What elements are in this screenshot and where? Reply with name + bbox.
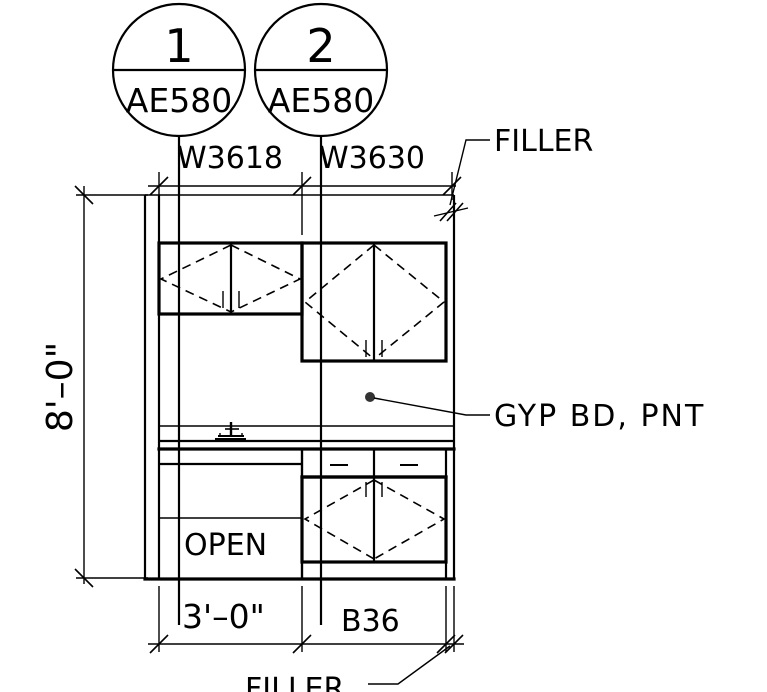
- top-dimension-line: [148, 172, 462, 235]
- base-left-width-label: 3'–0": [182, 597, 265, 636]
- bottom-dimension-line: [148, 586, 464, 654]
- base-right-cabinet: [300, 447, 448, 581]
- faucet-icon: [215, 422, 246, 440]
- upper-left-cabinet-label: W3618: [177, 141, 283, 176]
- upper-right-cabinet: [300, 241, 448, 363]
- filler-bottom-label: FILLER: [245, 672, 344, 692]
- wall-finish-marker: [365, 392, 375, 402]
- section-marker-2-number: 2: [306, 19, 335, 73]
- upper-left-cabinet: [157, 241, 304, 316]
- section-marker-1-sheet: AE580: [126, 81, 232, 120]
- upper-right-cabinet-label: W3630: [319, 141, 425, 176]
- wall-finish-leader: [373, 397, 490, 416]
- section-marker-1-number: 1: [164, 19, 193, 73]
- height-dimension-line: [74, 185, 148, 588]
- base-right-cabinet-label: B36: [341, 604, 400, 639]
- open-shelf-label: OPEN: [184, 528, 267, 563]
- section-marker-2: 2 AE580: [253, 2, 389, 138]
- section-marker-1: 1 AE580: [111, 2, 247, 138]
- wall-finish-label: GYP BD, PNT: [494, 399, 705, 434]
- countertop: [157, 425, 456, 451]
- section-marker-2-sheet: AE580: [268, 81, 374, 120]
- height-dimension-label: 8'–0": [40, 342, 81, 432]
- filler-bottom-leader: [368, 645, 451, 685]
- filler-top-label: FILLER: [494, 124, 593, 159]
- filler-top-leader: [433, 139, 490, 222]
- wall-outline: [143, 194, 456, 581]
